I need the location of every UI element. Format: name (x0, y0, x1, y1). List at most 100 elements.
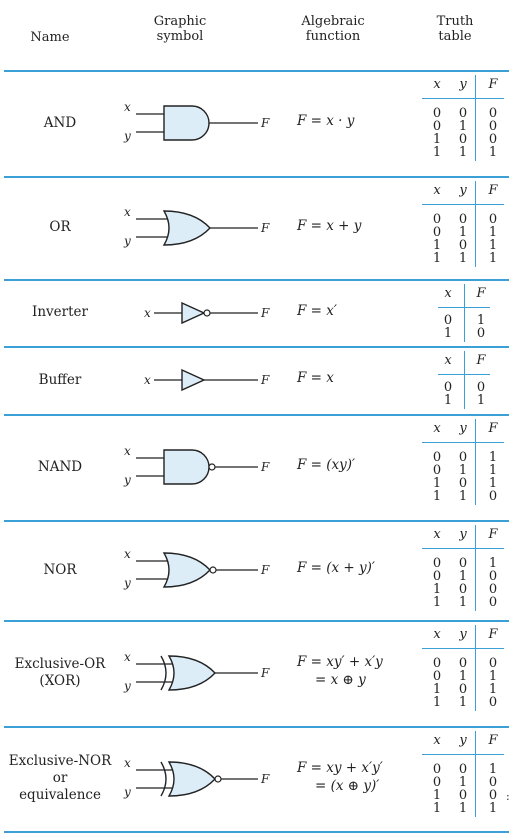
gate-name-line: NOR (43, 561, 77, 578)
truth-table-cell: 0 (458, 132, 468, 147)
gate-name-xor: Exclusive-OR(XOR) (0, 656, 120, 690)
gate-name-line: Exclusive-NOR (8, 753, 112, 769)
inversion-bubble (209, 566, 217, 574)
input-label-y: y (123, 576, 131, 590)
row-divider (4, 346, 509, 348)
truth-table-header-y: y (459, 77, 467, 92)
truth-table-cell: 1 (432, 801, 442, 816)
truth-table-cell: 1 (458, 489, 468, 504)
row-divider (4, 70, 509, 72)
or-gate-body (167, 760, 216, 797)
header-function: Algebraic function (288, 14, 378, 44)
and-gate-body (163, 105, 210, 141)
truth-table-cell: 1 (458, 695, 468, 710)
truth-table-header-F: F (488, 527, 498, 542)
truth-table-header-F: F (476, 286, 486, 301)
row-divider (4, 414, 509, 416)
truth-table-header-rule (422, 648, 504, 649)
truth-table-cell: 1 (432, 145, 442, 160)
truth-table-cell: 0 (488, 582, 498, 597)
truth-table-header-y: y (459, 183, 467, 198)
truth-table-header-rule (422, 98, 504, 99)
row-divider (4, 726, 509, 728)
truth-table-cell: 0 (458, 762, 468, 777)
truth-table-cell: 0 (458, 788, 468, 803)
truth-table-cell: 1 (488, 476, 498, 491)
gate-name-line: (XOR) (39, 673, 81, 689)
gate-name-line: Inverter (32, 304, 88, 320)
truth-table-header-rule (422, 442, 504, 443)
truth-table-header-x: x (444, 353, 452, 368)
truth-table-cell: 1 (488, 556, 498, 571)
truth-table-cell: 1 (432, 476, 442, 491)
buffer-triangle (181, 368, 206, 392)
row-divider (4, 831, 509, 833)
truth-table-column-rule (464, 351, 465, 409)
header-name-text: Name (30, 30, 70, 45)
gate-symbol-xnor: xyF (123, 756, 270, 799)
truth-table-cell: 0 (458, 682, 468, 697)
truth-table-cell: 1 (458, 569, 468, 584)
truth-table-cell: 1 (476, 393, 486, 408)
truth-table-header-F: F (488, 183, 498, 198)
truth-table-cell: 0 (458, 476, 468, 491)
input-label-x: x (124, 650, 131, 664)
truth-table-header-x: x (433, 733, 441, 748)
function-line: F = xy + x′y′ (297, 759, 383, 776)
truth-table-header-y: y (459, 421, 467, 436)
header-symbol-line1: Graphic (153, 14, 207, 29)
truth-table-cell: 1 (458, 595, 468, 610)
truth-table-cell: 0 (432, 775, 442, 790)
truth-table-cell: 1 (432, 788, 442, 803)
gate-name-line: NAND (37, 458, 83, 475)
header-name: Name (20, 30, 80, 45)
truth-table-cell: 0 (432, 656, 442, 671)
output-label-f: F (260, 221, 270, 235)
truth-table-cell: 0 (432, 106, 442, 121)
and-gate-body (163, 449, 210, 485)
truth-table-header-F: F (476, 353, 486, 368)
truth-table-cell: 1 (488, 251, 498, 266)
truth-table-cell: 1 (488, 463, 498, 478)
header-symbol-line2: symbol (156, 29, 204, 44)
gate-function-buffer: F = x (297, 369, 334, 387)
function-line: F = x · y (297, 113, 355, 129)
truth-table-cell: 0 (432, 556, 442, 571)
truth-table-cell: 0 (488, 788, 498, 803)
truth-table-cell: 1 (458, 801, 468, 816)
truth-table-cell: 1 (458, 145, 468, 160)
header-function-line1: Algebraic (301, 14, 365, 29)
gate-function-xnor: F = xy + x′y′= (x ⊕ y)′ (297, 759, 383, 795)
input-label-y: y (123, 679, 131, 693)
truth-table-cell: 0 (488, 595, 498, 610)
header-truth-line1: Truth (436, 14, 474, 29)
inversion-bubble (208, 463, 216, 471)
or-gate-body (162, 552, 211, 588)
gate-symbol-nand: xyF (123, 444, 270, 487)
truth-table-cell: 0 (488, 106, 498, 121)
truth-table-header-F: F (488, 421, 498, 436)
gate-function-or: F = x + y (297, 217, 361, 235)
gate-symbol-xor: xyF (123, 650, 270, 693)
truth-table-cell: 0 (488, 775, 498, 790)
gate-function-xor: F = xy′ + x′y= x ⊕ y (297, 653, 383, 689)
gate-function-inverter: F = x′ (297, 302, 337, 320)
gate-name-line: Exclusive-OR (14, 656, 106, 672)
gate-name-nand: NAND (0, 459, 120, 476)
truth-table-cell: 0 (458, 212, 468, 227)
function-line: = (x ⊕ y)′ (315, 777, 380, 794)
row-divider (4, 520, 509, 522)
input-label-y: y (123, 234, 131, 248)
header-truth: Truth table (425, 14, 485, 44)
row-divider (4, 176, 509, 178)
truth-table-column-rule (475, 181, 476, 267)
xor-extra-curve (160, 655, 167, 691)
input-label-x: x (124, 756, 131, 770)
